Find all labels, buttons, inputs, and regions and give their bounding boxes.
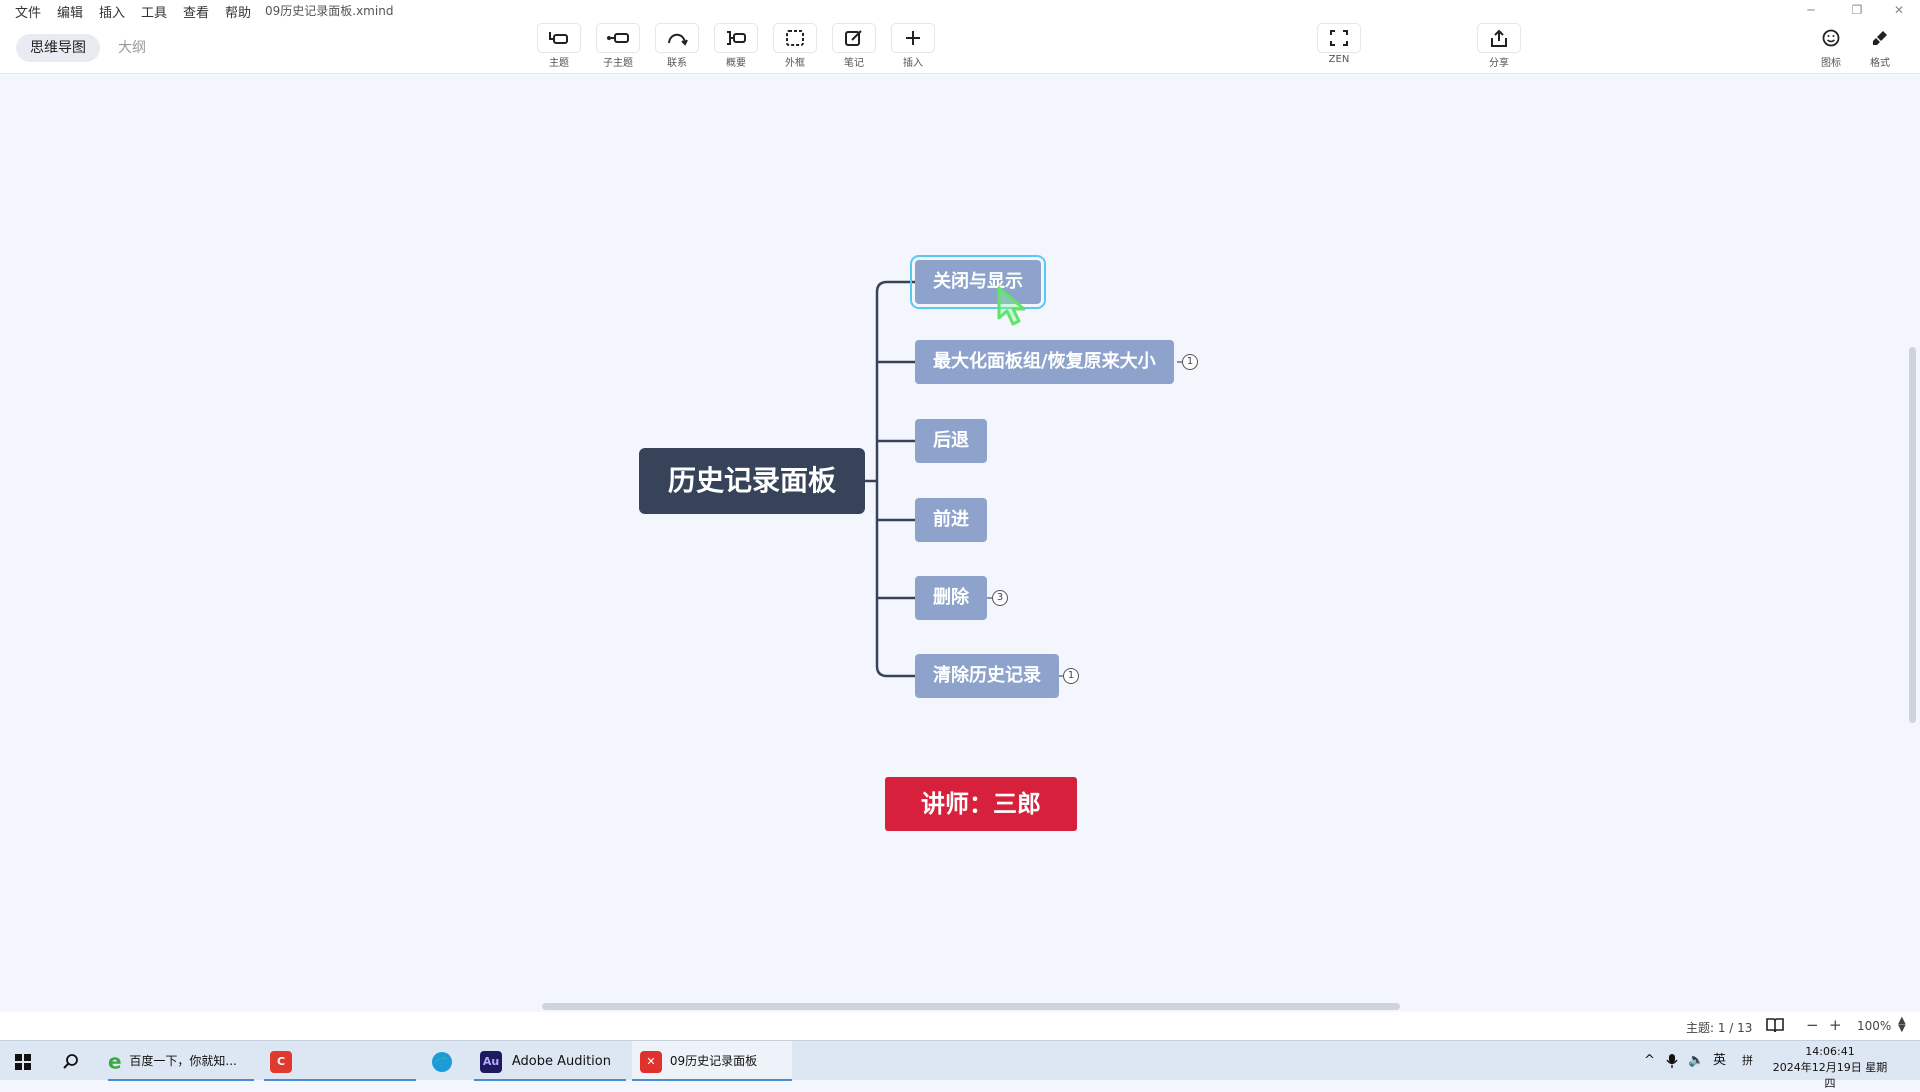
volume-icon[interactable]: 🔈	[1688, 1053, 1705, 1068]
menu-file[interactable]: 文件	[15, 6, 42, 21]
subtopic-back[interactable]: 后退	[915, 419, 987, 463]
subtopic-close-show[interactable]: 关闭与显示	[910, 255, 1046, 309]
tab-mindmap[interactable]: 思维导图	[16, 34, 100, 62]
share-icon	[1477, 23, 1521, 53]
vertical-scroll-thumb[interactable]	[1909, 347, 1916, 723]
close-icon[interactable]: ✕	[1893, 3, 1905, 17]
fullscreen-icon	[1317, 23, 1361, 53]
zoom-level[interactable]: 100%	[1857, 1019, 1892, 1033]
vertical-scrollbar[interactable]	[1904, 75, 1920, 1005]
topic-icon	[537, 23, 581, 53]
start-icon[interactable]	[14, 1041, 32, 1081]
search-icon[interactable]	[62, 1041, 80, 1081]
icon-panel-button[interactable]: 图标	[1806, 23, 1856, 69]
relationship-button[interactable]: 联系	[652, 23, 702, 69]
menu-tools[interactable]: 工具	[141, 6, 168, 21]
boundary-icon	[773, 23, 817, 53]
subtopic-maximize-panel[interactable]: 最大化面板组/恢复原来大小	[915, 340, 1174, 384]
collapsed-count-badge[interactable]: 1	[1063, 668, 1079, 684]
floating-topic-lecturer[interactable]: 讲师：三郎	[885, 777, 1077, 831]
format-button[interactable]: 格式	[1855, 23, 1905, 69]
menu-bar: 文件 编辑 插入 工具 查看 帮助 09历史记录面板.xmind ─ ❐ ✕	[0, 0, 1920, 21]
menu-help[interactable]: 帮助	[225, 6, 252, 21]
topic-button[interactable]: 主题	[534, 23, 584, 69]
subtopic-delete[interactable]: 删除	[915, 576, 987, 620]
subtopic-forward[interactable]: 前进	[915, 498, 987, 542]
menu-view[interactable]: 查看	[183, 6, 210, 21]
zen-button[interactable]: ZEN	[1314, 23, 1364, 69]
camtasia-icon: C	[270, 1050, 292, 1073]
summary-icon	[714, 23, 758, 53]
insert-button[interactable]: 插入	[888, 23, 938, 69]
share-button[interactable]: 分享	[1474, 23, 1524, 69]
book-icon[interactable]	[1766, 1017, 1784, 1036]
taskbar-app-xmind[interactable]: ✕ 09历史记录面板	[632, 1041, 792, 1081]
minimize-icon[interactable]: ─	[1807, 3, 1815, 17]
horizontal-scrollbar[interactable]	[0, 1000, 1904, 1012]
brush-icon	[1858, 23, 1902, 53]
subtopic-clear-history[interactable]: 清除历史记录	[915, 654, 1059, 698]
system-clock[interactable]: 14:06:41 2024年12月19日 星期四	[1772, 1045, 1888, 1090]
zoom-out-icon[interactable]: −	[1806, 1016, 1819, 1034]
note-button[interactable]: 笔记	[829, 23, 879, 69]
horizontal-scroll-thumb[interactable]	[542, 1003, 1400, 1010]
topic-count: 主题: 1 / 13	[1686, 1021, 1753, 1035]
mouse-cursor-icon	[997, 286, 1026, 326]
microphone-icon[interactable]	[1666, 1041, 1678, 1081]
restore-icon[interactable]: ❐	[1851, 3, 1863, 17]
boundary-button[interactable]: 外框	[770, 23, 820, 69]
toolbar: 思维导图 大纲 主题 子主题 联系 概要 外框 笔记	[0, 20, 1920, 74]
summary-button[interactable]: 概要	[711, 23, 761, 69]
menu-insert[interactable]: 插入	[99, 6, 126, 21]
status-bar: 主题: 1 / 13 − + 100% ▲▼	[0, 1012, 1920, 1040]
ie-icon: e	[108, 1049, 122, 1074]
collapsed-count-badge[interactable]: 1	[1182, 354, 1198, 370]
collapsed-count-badge[interactable]: 3	[992, 590, 1008, 606]
note-icon	[832, 23, 876, 53]
relationship-icon	[655, 23, 699, 53]
root-topic[interactable]: 历史记录面板	[639, 448, 865, 514]
menu-edit[interactable]: 编辑	[57, 6, 84, 21]
smiley-icon	[1809, 23, 1853, 53]
tab-outline[interactable]: 大纲	[118, 40, 146, 56]
plus-icon	[891, 23, 935, 53]
chevron-up-icon[interactable]: ^	[1644, 1053, 1655, 1068]
taskbar-app-edge[interactable]	[430, 1041, 454, 1081]
audition-icon: Au	[480, 1050, 502, 1073]
file-title: 09历史记录面板.xmind	[265, 4, 394, 18]
taskbar-app-camtasia[interactable]: C	[264, 1041, 416, 1081]
subtopic-icon	[596, 23, 640, 53]
ime-mode[interactable]: 拼	[1742, 1054, 1753, 1067]
chevron-updown-icon[interactable]: ▲▼	[1898, 1015, 1906, 1034]
edge-icon	[432, 1051, 452, 1072]
xmind-icon: ✕	[640, 1050, 662, 1073]
subtopic-button[interactable]: 子主题	[593, 23, 643, 69]
ime-language[interactable]: 英	[1713, 1053, 1727, 1068]
zoom-in-icon[interactable]: +	[1829, 1016, 1842, 1034]
taskbar-app-ie[interactable]: e 百度一下，你就知...	[108, 1041, 254, 1081]
taskbar: e 百度一下，你就知... C Au Adobe Audition ✕ 09历史…	[0, 1040, 1920, 1090]
taskbar-app-audition[interactable]: Au Adobe Audition	[474, 1041, 626, 1081]
